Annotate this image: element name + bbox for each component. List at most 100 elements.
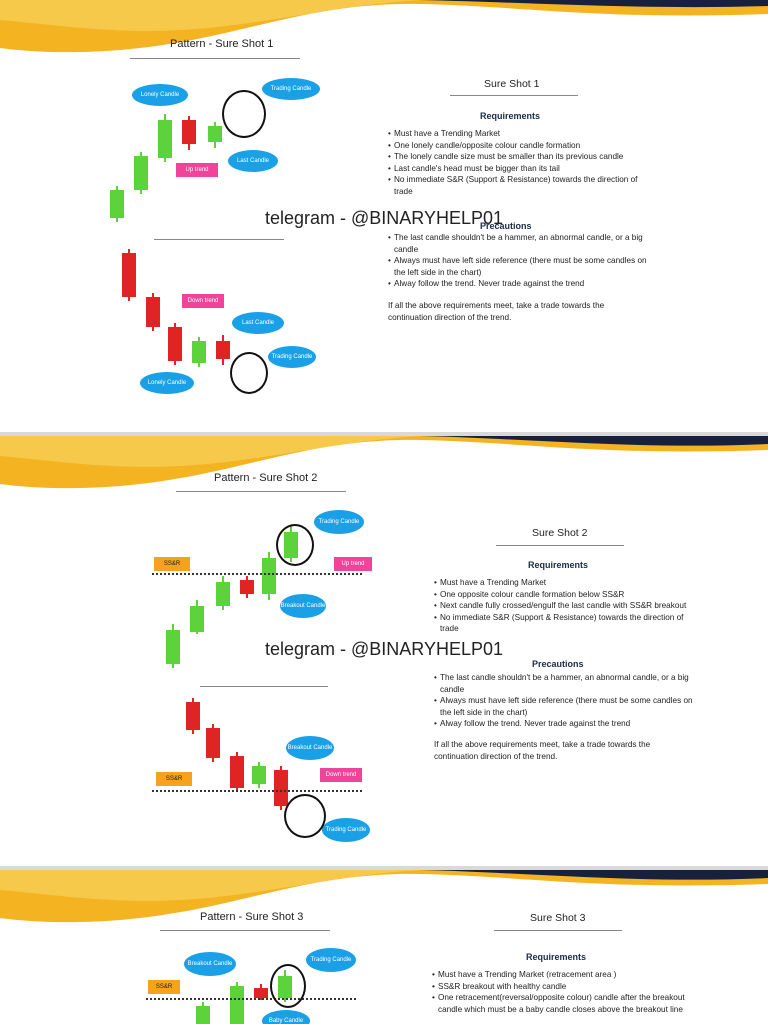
trading-candle-bubble-2: Trading Candle bbox=[322, 818, 370, 842]
pattern-title: Pattern - Sure Shot 1 bbox=[170, 38, 274, 50]
precautions-list: The last candle shouldn't be a hammer, a… bbox=[388, 232, 650, 290]
green-candle bbox=[262, 558, 276, 594]
red-candle bbox=[254, 988, 268, 998]
conclusion-text: If all the above requirements meet, take… bbox=[388, 301, 605, 322]
red-candle bbox=[230, 756, 244, 788]
page-divider bbox=[0, 866, 768, 870]
breakout-candle-bubble: Breakout Candle bbox=[184, 952, 236, 976]
green-candle bbox=[230, 986, 244, 1024]
ssr-tag: SS&R bbox=[148, 980, 180, 994]
header-swoosh-decoration bbox=[0, 436, 768, 489]
up-trend-tag: Up trend bbox=[176, 163, 218, 177]
green-candle bbox=[134, 156, 148, 190]
requirement-item: SS&R breakout with healthy candle bbox=[432, 981, 694, 993]
section-divider bbox=[154, 239, 284, 240]
ssr-line bbox=[152, 573, 362, 575]
ssr-line bbox=[146, 998, 356, 1000]
green-candle bbox=[158, 120, 172, 158]
precaution-item: The last candle shouldn't be a hammer, a… bbox=[434, 672, 696, 695]
red-candle bbox=[182, 120, 196, 144]
trading-candle-bubble: Trading Candle bbox=[262, 78, 320, 100]
trading-candle-circle bbox=[276, 524, 314, 566]
precaution-item: The last candle shouldn't be a hammer, a… bbox=[388, 232, 650, 255]
requirements-heading: Requirements bbox=[528, 560, 589, 570]
title-underline bbox=[160, 930, 330, 931]
green-candle bbox=[166, 630, 180, 664]
requirement-item: Must have a Trending Market bbox=[388, 128, 650, 140]
slide-sure-shot-3: Pattern - Sure Shot 3 SS&R Breakout Cand… bbox=[0, 870, 768, 1024]
header-swoosh-decoration bbox=[0, 870, 768, 923]
precaution-item: Always must have left side reference (th… bbox=[434, 695, 696, 718]
requirements-list: Must have a Trending Market One opposite… bbox=[434, 577, 696, 635]
green-candle bbox=[196, 1006, 210, 1024]
requirement-item: One lonely candle/opposite colour candle… bbox=[388, 140, 650, 152]
requirements-list: Must have a Trending Market One lonely c… bbox=[388, 128, 650, 198]
green-candle bbox=[110, 190, 124, 218]
requirements-heading: Requirements bbox=[526, 952, 587, 962]
precaution-item: Alway follow the trend. Never trade agai… bbox=[434, 718, 696, 730]
breakout-candle-bubble: Breakout Candle bbox=[280, 594, 326, 618]
slide-sure-shot-1: Pattern - Sure Shot 1 Lonely Candle Trad… bbox=[0, 0, 768, 432]
telegram-watermark: telegram - @BINARYHELP01 bbox=[265, 208, 504, 228]
requirement-item: No immediate S&R (Support & Resistance) … bbox=[434, 612, 696, 635]
slide-sure-shot-2: Pattern - Sure Shot 2 SS&R Up trend Trad… bbox=[0, 436, 768, 866]
header-swoosh-decoration bbox=[0, 0, 768, 53]
page-divider bbox=[0, 432, 768, 436]
uptrend-candle-chart bbox=[110, 114, 222, 222]
right-title: Sure Shot 2 bbox=[532, 527, 588, 539]
breakout-candle-bubble-2: Breakout Candle bbox=[286, 736, 334, 760]
red-candle bbox=[122, 253, 136, 297]
red-candle bbox=[168, 327, 182, 361]
up-trend-tag: Up trend bbox=[334, 557, 372, 571]
requirement-item: One opposite colour candle formation bel… bbox=[434, 589, 696, 601]
requirement-item: One retracement(reversal/opposite colour… bbox=[432, 992, 694, 1015]
green-candle bbox=[208, 126, 222, 142]
green-candle bbox=[252, 766, 266, 784]
requirement-item: Next candle fully crossed/engulf the las… bbox=[434, 600, 696, 612]
last-candle-bubble-2: Last Candle bbox=[232, 312, 284, 334]
down-trend-tag: Down trend bbox=[182, 294, 224, 308]
red-candle bbox=[274, 770, 288, 806]
trading-candle-bubble: Trading Candle bbox=[314, 510, 364, 534]
lonely-candle-bubble: Lonely Candle bbox=[132, 84, 188, 106]
requirement-item: The lonely candle size must be smaller t… bbox=[388, 151, 650, 163]
requirements-list: Must have a Trending Market (retracement… bbox=[432, 969, 694, 1015]
lonely-candle-bubble-2: Lonely Candle bbox=[140, 372, 194, 394]
pattern-title: Pattern - Sure Shot 3 bbox=[200, 911, 304, 923]
precautions-list: The last candle shouldn't be a hammer, a… bbox=[434, 672, 696, 730]
red-candle bbox=[216, 341, 230, 359]
red-candle bbox=[146, 297, 160, 327]
right-title: Sure Shot 1 bbox=[484, 78, 540, 90]
precautions-heading: Precautions bbox=[480, 221, 532, 231]
red-candle bbox=[186, 702, 200, 730]
red-candle bbox=[240, 580, 254, 594]
down-trend-tag: Down trend bbox=[320, 768, 362, 782]
trading-candle-bubble-2: Trading Candle bbox=[268, 346, 316, 368]
right-title-underline bbox=[496, 545, 624, 546]
requirements-heading: Requirements bbox=[480, 111, 541, 121]
requirement-item: No immediate S&R (Support & Resistance) … bbox=[388, 174, 650, 197]
ssr-tag: SS&R bbox=[154, 557, 190, 571]
title-underline bbox=[176, 491, 346, 492]
right-title-underline bbox=[450, 95, 578, 96]
pattern-title: Pattern - Sure Shot 2 bbox=[214, 472, 318, 484]
red-candle bbox=[206, 728, 220, 758]
green-candle bbox=[192, 341, 206, 363]
right-title: Sure Shot 3 bbox=[530, 912, 586, 924]
requirement-item: Must have a Trending Market bbox=[434, 577, 696, 589]
downtrend-candle-chart bbox=[122, 249, 230, 367]
ssr-tag-2: SS&R bbox=[156, 772, 192, 786]
trading-candle-bubble: Trading Candle bbox=[306, 948, 356, 972]
green-candle bbox=[190, 606, 204, 632]
trading-candle-circle bbox=[270, 964, 306, 1008]
trading-candle-circle bbox=[222, 90, 266, 138]
requirement-item: Must have a Trending Market (retracement… bbox=[432, 969, 694, 981]
title-underline bbox=[130, 58, 300, 59]
breakout-down-candle-chart bbox=[186, 698, 288, 810]
trading-candle-circle-2 bbox=[284, 794, 326, 838]
precautions-heading: Precautions bbox=[532, 659, 584, 669]
conclusion-text: If all the above requirements meet, take… bbox=[434, 740, 651, 761]
baby-candle-bubble: Baby Candle bbox=[262, 1010, 310, 1024]
requirement-item: Last candle's head must be bigger than i… bbox=[388, 163, 650, 175]
precaution-item: Alway follow the trend. Never trade agai… bbox=[388, 278, 650, 290]
